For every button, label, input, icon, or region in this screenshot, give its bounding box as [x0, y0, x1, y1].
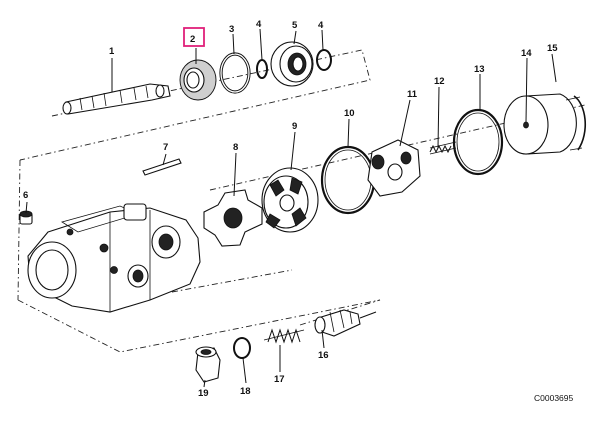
- highlight-box-part-2: [183, 27, 205, 47]
- label-part-15: 15: [547, 43, 558, 54]
- part-11-end-plate: [367, 139, 421, 197]
- part-12-spring: [429, 141, 457, 155]
- part-17-spring: [263, 328, 305, 344]
- part-19-plug-screw: [195, 346, 221, 383]
- part-10-o-ring: [320, 145, 376, 215]
- label-part-19: 19: [198, 388, 209, 399]
- drawing-code: C0003695: [534, 393, 574, 403]
- part-4-ring-left: [256, 59, 268, 79]
- part-8-rotor: [203, 189, 263, 247]
- label-part-2: 2: [190, 34, 195, 45]
- label-part-4-right: 4: [318, 20, 324, 31]
- label-part-18: 18: [240, 386, 251, 397]
- label-part-6: 6: [23, 190, 28, 201]
- label-part-9: 9: [292, 121, 297, 132]
- label-part-1: 1: [109, 46, 115, 57]
- label-part-5: 5: [292, 20, 298, 31]
- label-part-12: 12: [434, 76, 445, 87]
- label-part-10: 10: [344, 108, 355, 119]
- part-1-input-shaft: [62, 83, 171, 115]
- leader-lines: [25, 28, 557, 388]
- label-part-17: 17: [274, 374, 285, 385]
- part-13-o-ring: [452, 108, 504, 176]
- part-3-circlip: [219, 52, 251, 94]
- part-labels: 1 2 3 4 5 4 6 7 8 9 10 11 12 13 14 15 16…: [23, 19, 558, 399]
- part-9-stator: [261, 167, 319, 233]
- part-5-ball-bearing: [270, 41, 314, 87]
- label-part-16: 16: [318, 350, 329, 361]
- part-7-pin: [142, 158, 182, 176]
- part-18-o-ring: [233, 337, 251, 359]
- label-part-4-left: 4: [256, 19, 262, 30]
- label-part-7: 7: [163, 142, 168, 153]
- label-part-8: 8: [233, 142, 238, 153]
- label-part-14: 14: [521, 48, 532, 59]
- part-16-valve: [314, 309, 377, 337]
- pump-housing: [27, 203, 201, 313]
- part-14-cover: [503, 93, 577, 155]
- part-15-retaining-ring: [565, 95, 587, 151]
- label-part-11: 11: [407, 89, 418, 100]
- part-4-ring-right: [316, 49, 332, 71]
- label-part-13: 13: [474, 64, 485, 75]
- label-part-3: 3: [229, 24, 234, 35]
- part-6-plug: [19, 210, 33, 225]
- part-2-seal-ring: [179, 59, 217, 101]
